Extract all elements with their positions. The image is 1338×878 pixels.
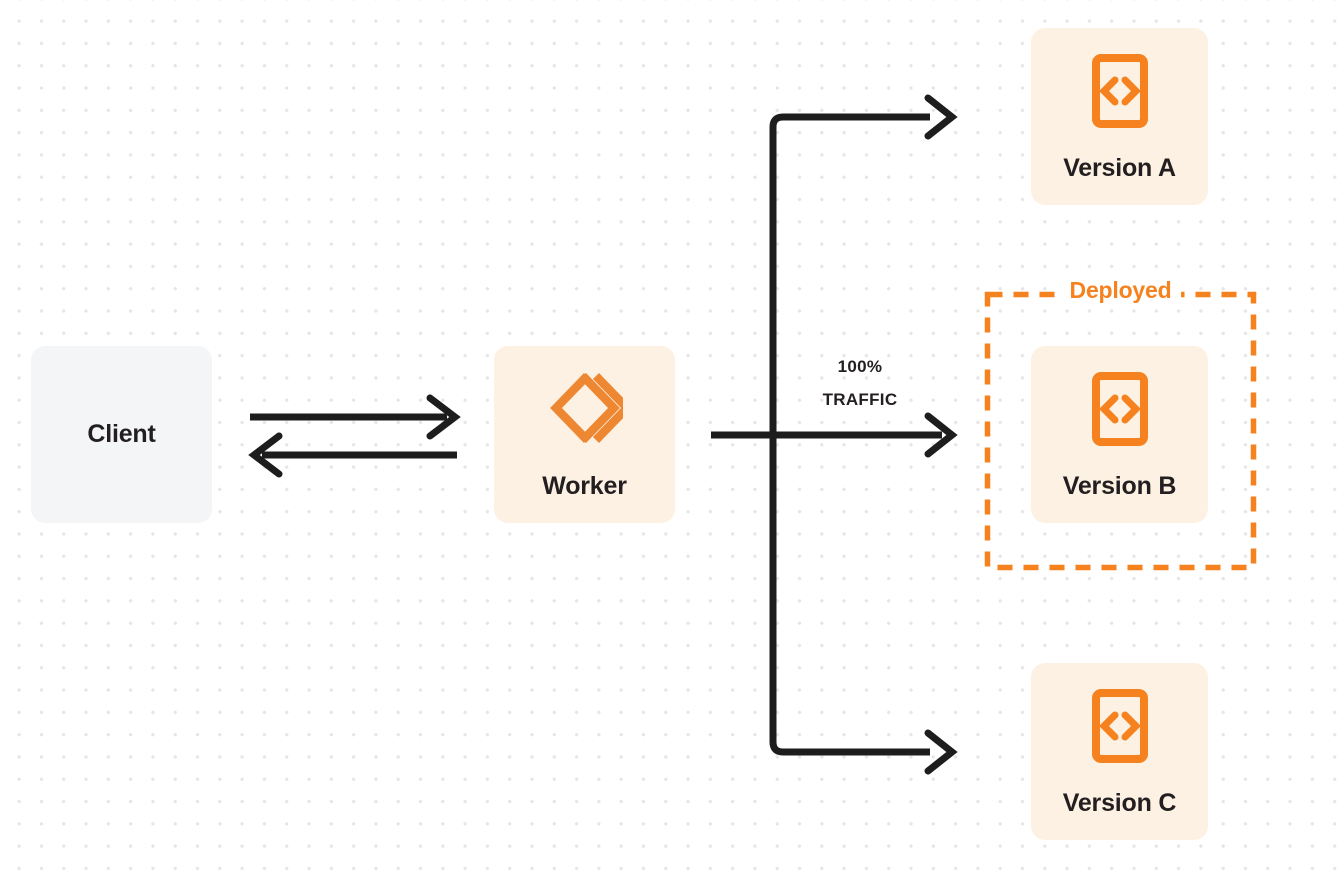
node-version-a-label: Version A	[1063, 153, 1176, 182]
connector-trunk	[769, 113, 930, 756]
cloudflare-workers-logo-icon	[547, 371, 633, 450]
code-document-icon	[1091, 371, 1149, 452]
node-client-label: Client	[87, 420, 156, 448]
node-version-b[interactable]: Version B	[1031, 346, 1208, 523]
connector-worker-to-client	[248, 432, 457, 478]
deployed-group: Deployed	[984, 276, 1257, 571]
deployed-group-label: Deployed	[1059, 276, 1182, 306]
node-worker-label: Worker	[542, 471, 627, 500]
connector-worker-to-version-b	[711, 412, 958, 458]
node-client[interactable]: Client	[31, 346, 212, 523]
node-version-b-label: Version B	[1062, 471, 1177, 500]
connector-worker-to-version-c	[924, 729, 958, 775]
node-worker[interactable]: Worker	[494, 346, 675, 523]
node-version-c[interactable]: Version C	[1031, 663, 1208, 840]
connector-worker-to-version-a	[924, 94, 958, 140]
connector-client-to-worker	[250, 394, 461, 440]
node-version-c-label: Version C	[1062, 788, 1177, 817]
code-document-icon	[1091, 53, 1149, 134]
traffic-percent: 100%	[837, 357, 883, 376]
node-version-a[interactable]: Version A	[1031, 28, 1208, 205]
code-document-icon	[1091, 688, 1149, 769]
traffic-annotation: 100% TRAFFIC	[790, 350, 930, 416]
traffic-word: TRAFFIC	[822, 390, 898, 410]
